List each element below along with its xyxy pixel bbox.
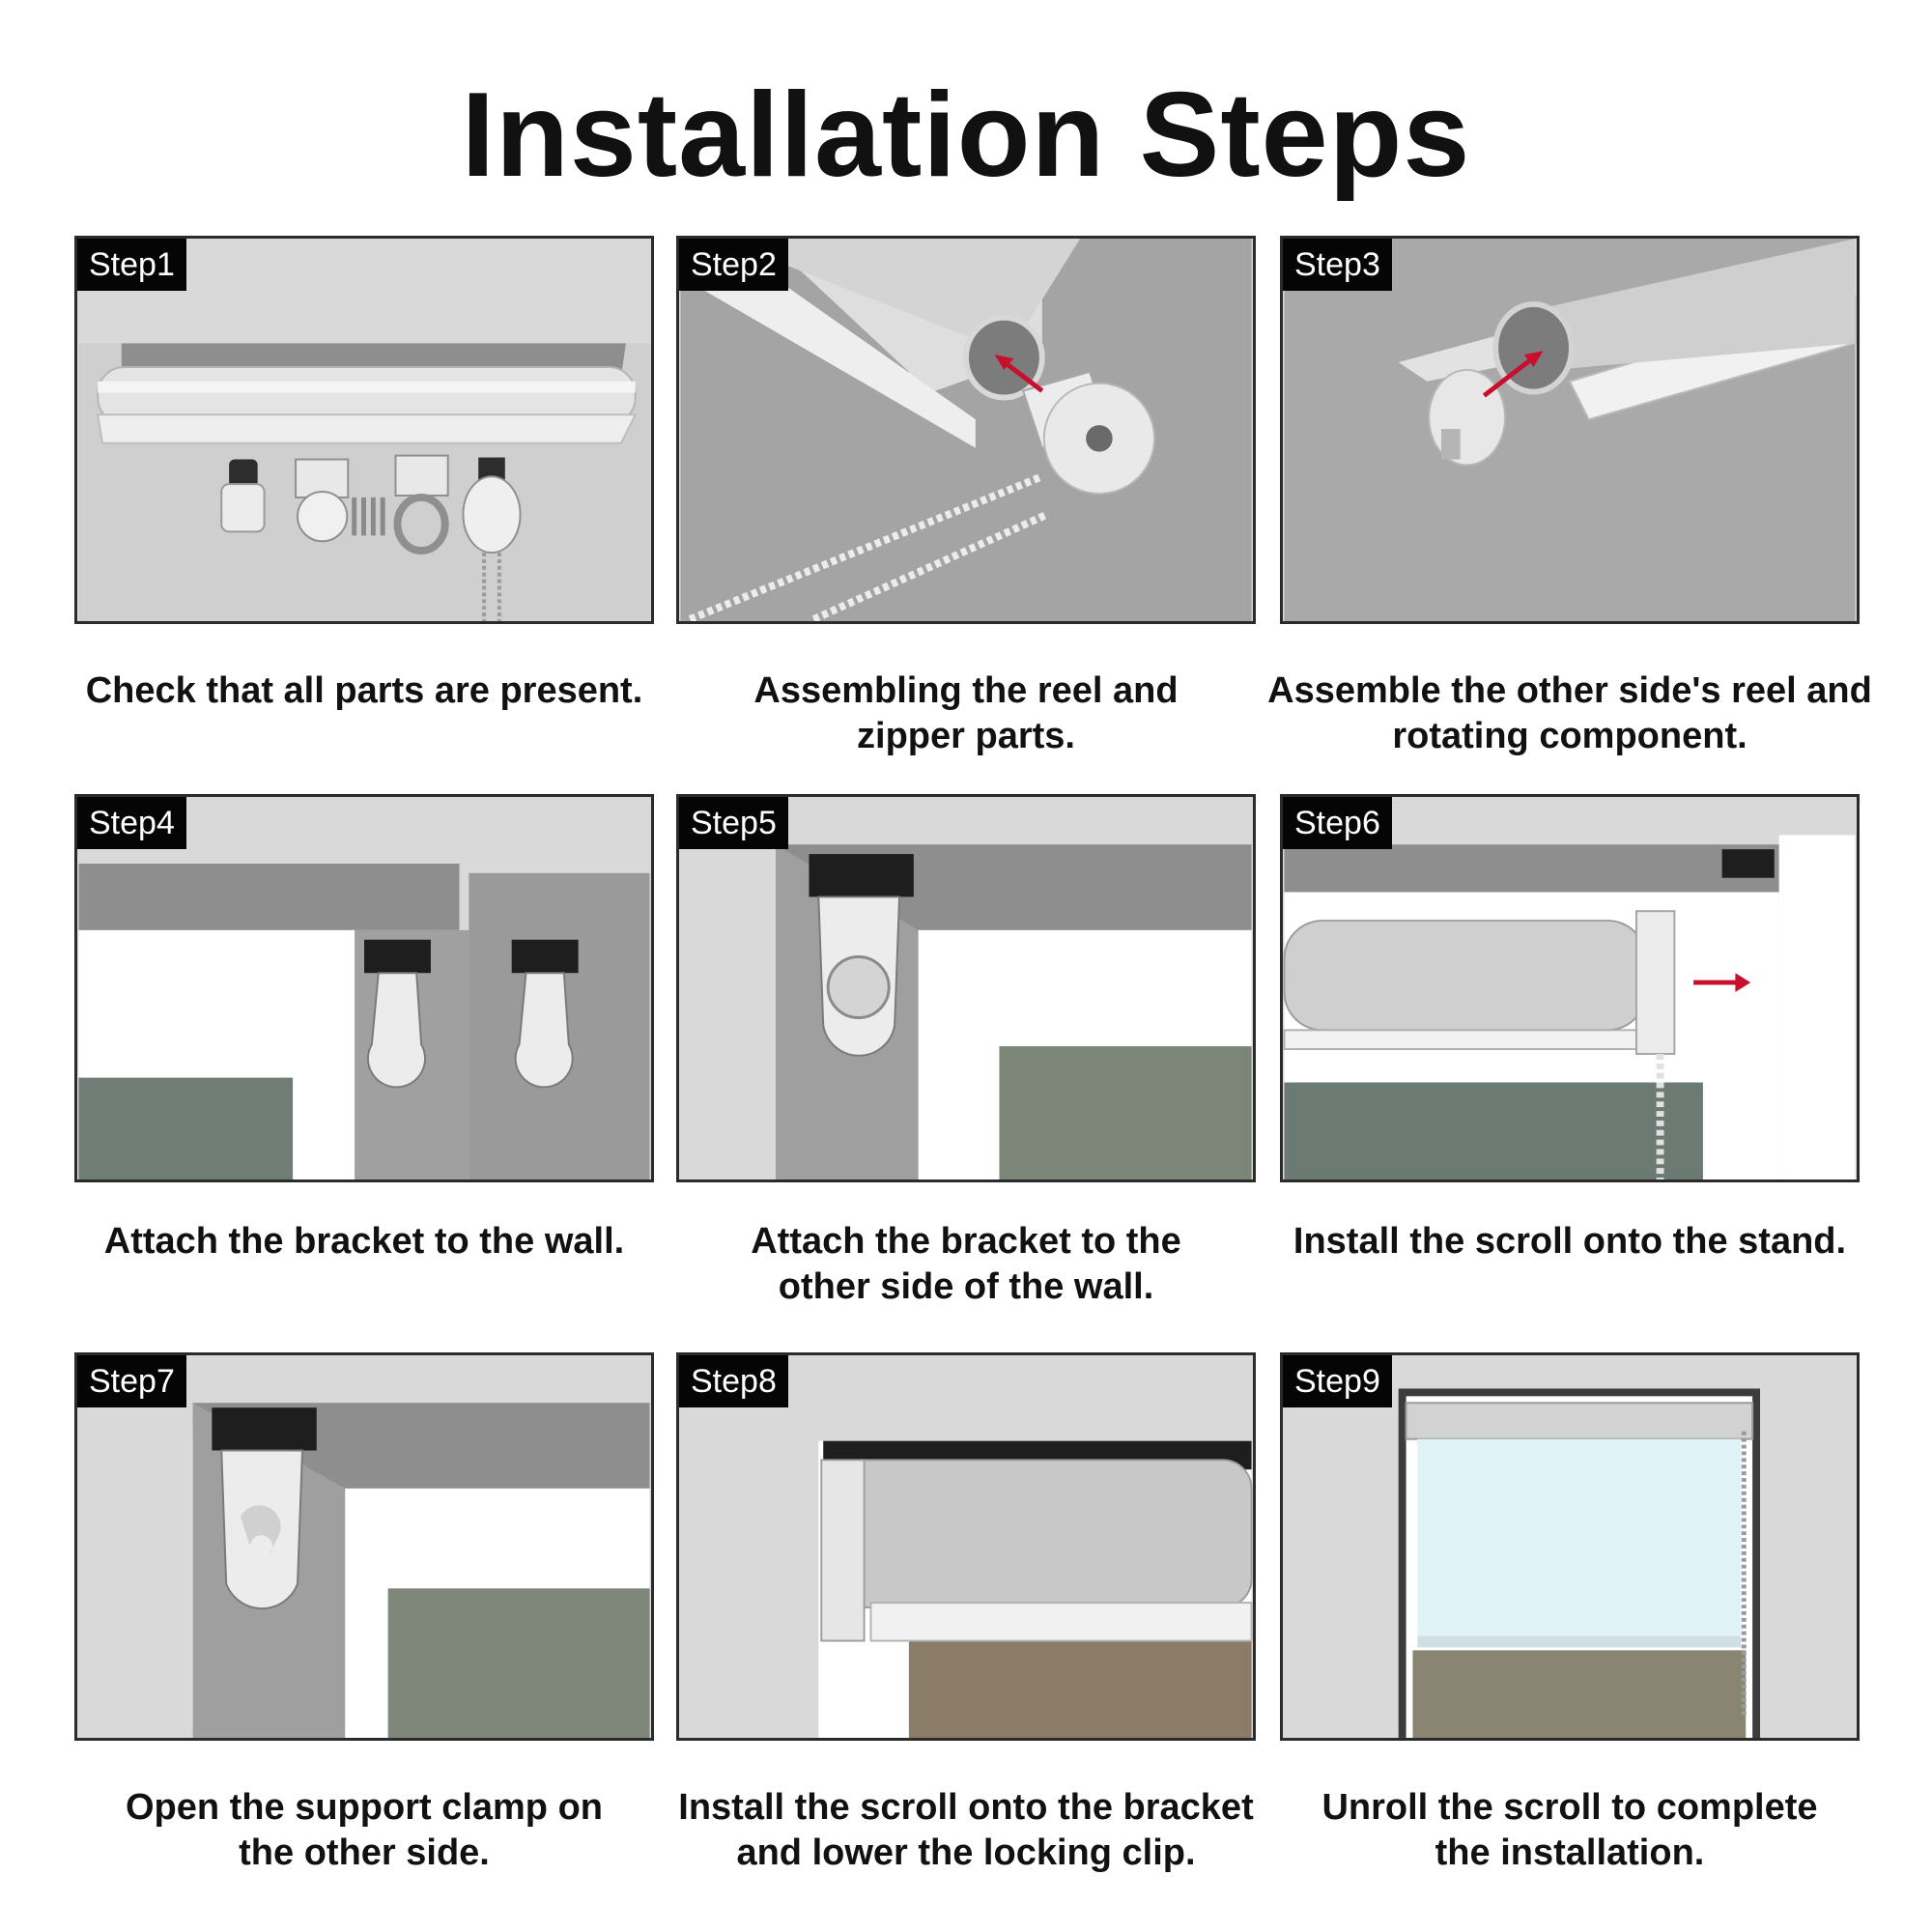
step-6-tag: Step6 [1283, 797, 1392, 849]
step-8-illustration [680, 1355, 1253, 1738]
step-4-caption: Attach the bracket to the wall. [103, 1221, 625, 1262]
step-1-illustration [78, 239, 650, 621]
bracket-left [364, 939, 431, 1089]
step-5-tag: Step5 [679, 797, 788, 849]
window-shade [1417, 1438, 1742, 1644]
step-8-caption: Install the scroll onto the bracket and … [678, 1787, 1254, 1873]
step-1-tag: Step1 [77, 239, 186, 291]
step-5-caption: Attach the bracket to the other side of … [751, 1221, 1181, 1307]
arrow-icon [994, 355, 1044, 393]
bracket [212, 1407, 317, 1610]
step-9-panel: Step9 [1280, 1352, 1860, 1741]
city-view-image [999, 1046, 1252, 1179]
city-view-image [908, 1640, 1252, 1738]
city-view-image [78, 1077, 294, 1179]
step-7-caption: Open the support clamp on the other side… [125, 1787, 604, 1873]
step-7-illustration [78, 1355, 650, 1738]
city-view-image [387, 1588, 650, 1738]
arrow-icon [1482, 351, 1544, 398]
city-view-image [1412, 1650, 1747, 1738]
bracket-right [511, 939, 579, 1089]
step-5-panel: Step5 [676, 794, 1256, 1182]
step-9-caption: Unroll the scroll to complete the instal… [1321, 1787, 1818, 1873]
step-8-tag: Step8 [679, 1355, 788, 1407]
step-7-tag: Step7 [77, 1355, 186, 1407]
step-1-panel: Step1 [74, 236, 654, 624]
step-5-illustration [680, 797, 1252, 1179]
step-9-illustration [1284, 1355, 1856, 1738]
arrow-icon [1693, 973, 1751, 992]
step-8-panel: Step8 [676, 1352, 1256, 1741]
step-9-tag: Step9 [1283, 1355, 1392, 1407]
page-title: Installation Steps [461, 69, 1471, 202]
step-3-tag: Step3 [1283, 239, 1392, 291]
step-3-caption: Assemble the other side's reel and rotat… [1267, 670, 1872, 756]
step-3-illustration [1284, 239, 1857, 621]
step-2-caption: Assembling the reel and zipper parts. [753, 670, 1179, 756]
step-4-panel: Step4 [74, 794, 654, 1182]
step-4-illustration [78, 797, 650, 1179]
step-3-panel: Step3 [1280, 236, 1860, 624]
step-2-illustration [680, 239, 1252, 621]
idle-bracket-part [295, 458, 350, 543]
step-7-panel: Step7 [74, 1352, 654, 1741]
step-6-caption: Install the scroll onto the stand. [1293, 1221, 1847, 1262]
bracket [809, 854, 914, 1057]
step-2-panel: Step2 [676, 236, 1256, 624]
step-6-illustration [1283, 797, 1856, 1179]
step-6-panel: Step6 [1280, 794, 1860, 1182]
step-4-tag: Step4 [77, 797, 186, 849]
step-1-caption: Check that all parts are present. [85, 670, 643, 711]
bead-chain [688, 472, 1049, 621]
end-cap-part [220, 459, 266, 533]
clutch-with-chain-part [462, 457, 522, 621]
control-bracket-part [393, 454, 449, 555]
step-2-tag: Step2 [679, 239, 788, 291]
city-view-image [1284, 1082, 1703, 1179]
screws-part [352, 497, 385, 536]
